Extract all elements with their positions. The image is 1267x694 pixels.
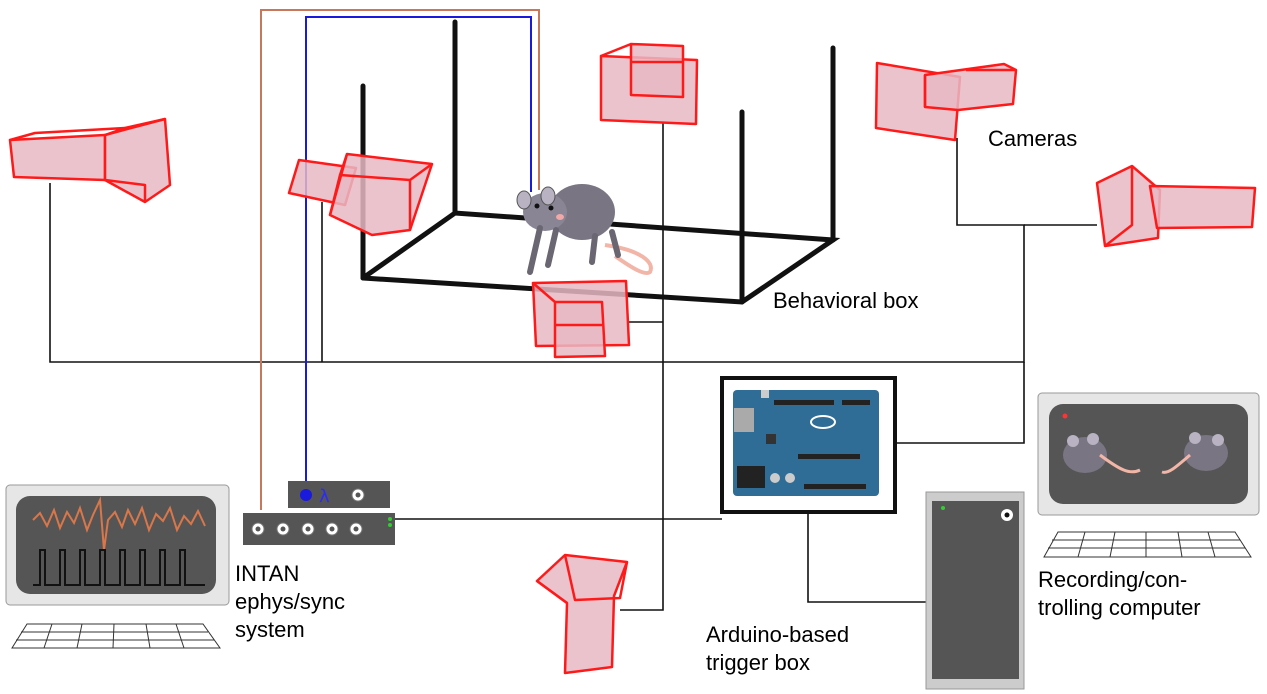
intan-label-line2: ephys/sync — [235, 589, 346, 614]
intan-interface-box — [243, 513, 395, 545]
arduino-uno-board-icon — [720, 376, 897, 514]
cameras-label-text: Cameras — [988, 126, 1078, 151]
lambda-symbol: λ — [319, 486, 330, 507]
keyboard-icon — [11, 623, 221, 649]
behavioral-box-label: Behavioral box — [773, 287, 919, 315]
computer-label-line2: trolling computer — [1038, 595, 1201, 620]
intan-label-line1: INTAN — [235, 561, 300, 586]
recording-monitor — [1037, 392, 1260, 516]
arduino-label-line2: trigger box — [706, 650, 810, 675]
behavioral-box — [360, 19, 841, 305]
camera-upper-left — [287, 152, 434, 237]
camera-bottom — [535, 553, 629, 675]
optical-fiber — [305, 16, 532, 495]
ephys-trace — [32, 496, 206, 551]
cameras-label: Cameras — [988, 125, 1077, 153]
behavioral-box-label-text: Behavioral box — [773, 288, 919, 313]
computer-tower-icon — [925, 491, 1025, 690]
rat-icon — [1063, 433, 1141, 474]
sync-pulses — [33, 549, 205, 586]
arduino-label-line1: Arduino-based — [706, 622, 850, 647]
intan-label: INTAN ephys/sync system — [235, 560, 345, 644]
electrode-wire — [260, 9, 540, 510]
camera-right — [1095, 164, 1257, 248]
computer-label-line1: Recording/con- — [1038, 567, 1188, 592]
rat-icon — [1161, 432, 1228, 474]
intan-headstage — [288, 481, 390, 508]
camera-cables — [49, 122, 1097, 611]
camera-top-center — [599, 42, 699, 126]
arduino-label: Arduino-based trigger box — [706, 621, 849, 677]
rat-icon — [516, 184, 653, 275]
ephys-monitor — [5, 484, 230, 606]
keyboard-icon — [1043, 531, 1252, 558]
intan-label-line3: system — [235, 617, 305, 642]
camera-top-right — [874, 61, 1018, 142]
camera-left — [8, 117, 172, 204]
camera-bottom-box — [531, 279, 631, 359]
computer-label: Recording/con- trolling computer — [1038, 566, 1201, 622]
